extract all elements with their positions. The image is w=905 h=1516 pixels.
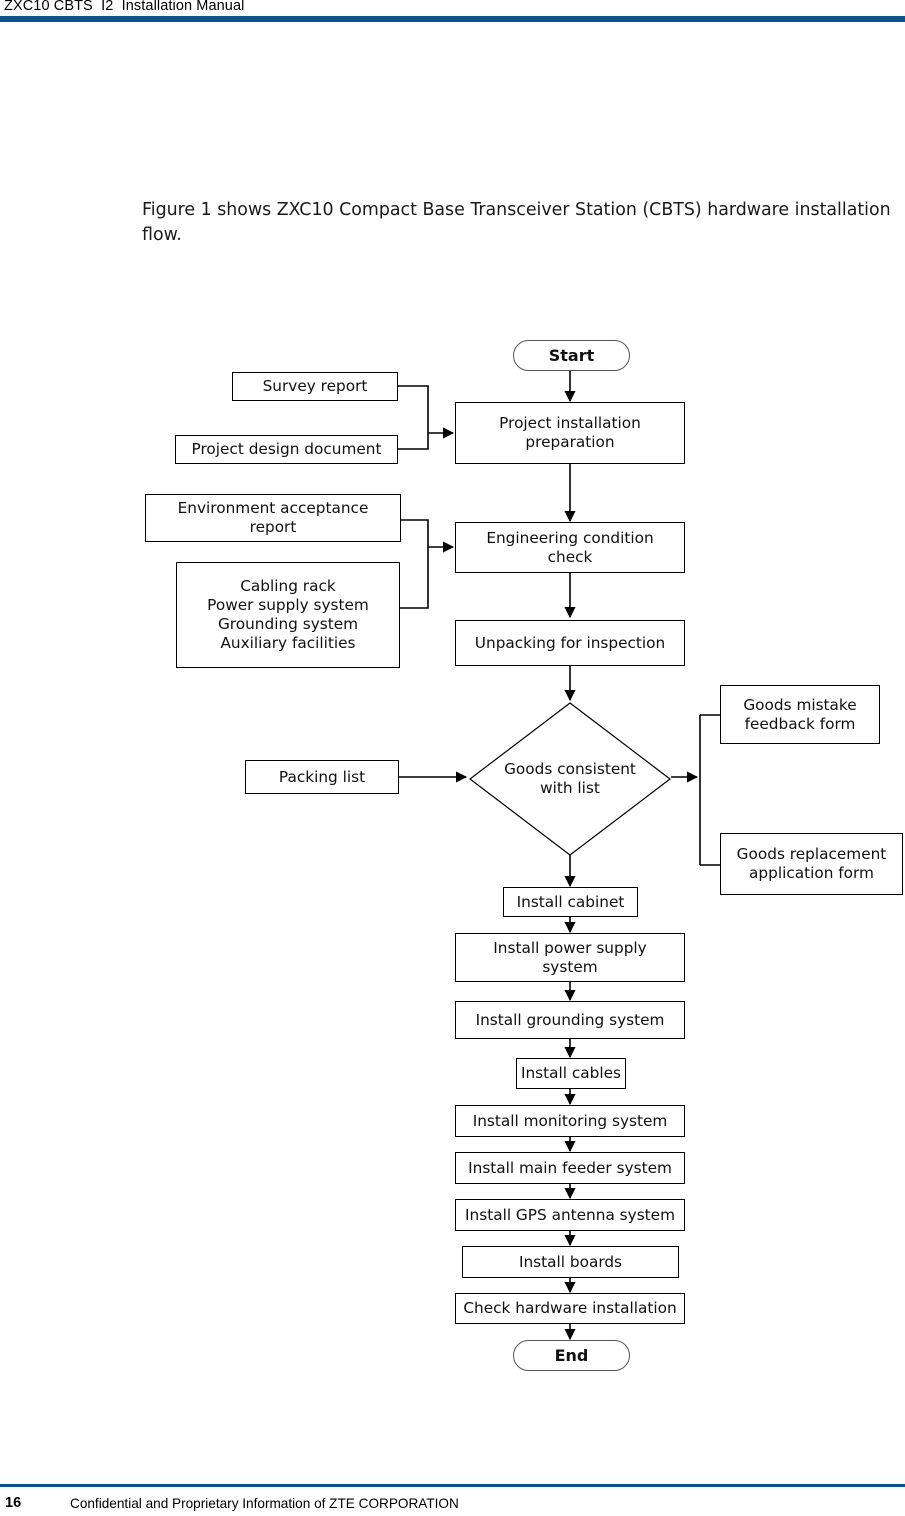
flow-node-environment-acceptance-report[interactable]: Environment acceptance report <box>145 494 401 542</box>
header-title: ZXC10 CBTS I2 Installation Manual <box>4 0 245 14</box>
flow-node-install-power-supply-system[interactable]: Install power supply system <box>455 933 685 982</box>
flow-node-install-main-feeder-system[interactable]: Install main feeder system <box>455 1152 685 1184</box>
page-number: 16 <box>5 1495 22 1511</box>
footer-divider <box>0 1484 905 1487</box>
flow-node-survey-report[interactable]: Survey report <box>232 372 398 401</box>
flow-node-packing-list[interactable]: Packing list <box>245 760 399 794</box>
flow-node-engineering-condition-check[interactable]: Engineering condition check <box>455 522 685 573</box>
flow-node-goods-mistake-feedback-form[interactable]: Goods mistake feedback form <box>720 685 880 744</box>
header-divider <box>0 16 905 22</box>
flow-node-project-installation-preparation[interactable]: Project installation preparation <box>455 402 685 464</box>
intro-paragraph: Figure 1 shows ZXC10 Compact Base Transc… <box>142 200 891 245</box>
footer-confidentiality-text: Confidential and Proprietary Information… <box>70 1496 459 1511</box>
flow-node-goods-replacement-application-form[interactable]: Goods replacement application form <box>720 833 903 895</box>
flow-node-install-gps-antenna-system[interactable]: Install GPS antenna system <box>455 1199 685 1231</box>
flow-node-start[interactable]: Start <box>513 340 630 371</box>
flow-node-goods-consistent-decision[interactable]: Goods consistent with list <box>504 760 636 797</box>
flow-node-project-design-document[interactable]: Project design document <box>175 435 398 464</box>
flow-node-install-boards[interactable]: Install boards <box>462 1246 679 1278</box>
flow-node-end[interactable]: End <box>513 1340 630 1371</box>
flow-node-install-cables[interactable]: Install cables <box>516 1058 626 1089</box>
flow-node-install-monitoring-system[interactable]: Install monitoring system <box>455 1105 685 1137</box>
flow-node-facilities-list[interactable]: Cabling rack Power supply system Groundi… <box>176 562 400 668</box>
flow-node-unpacking-for-inspection[interactable]: Unpacking for inspection <box>455 620 685 666</box>
flow-node-install-grounding-system[interactable]: Install grounding system <box>455 1001 685 1039</box>
flow-node-install-cabinet[interactable]: Install cabinet <box>503 887 638 917</box>
flow-node-check-hardware-installation[interactable]: Check hardware installation <box>455 1293 685 1324</box>
